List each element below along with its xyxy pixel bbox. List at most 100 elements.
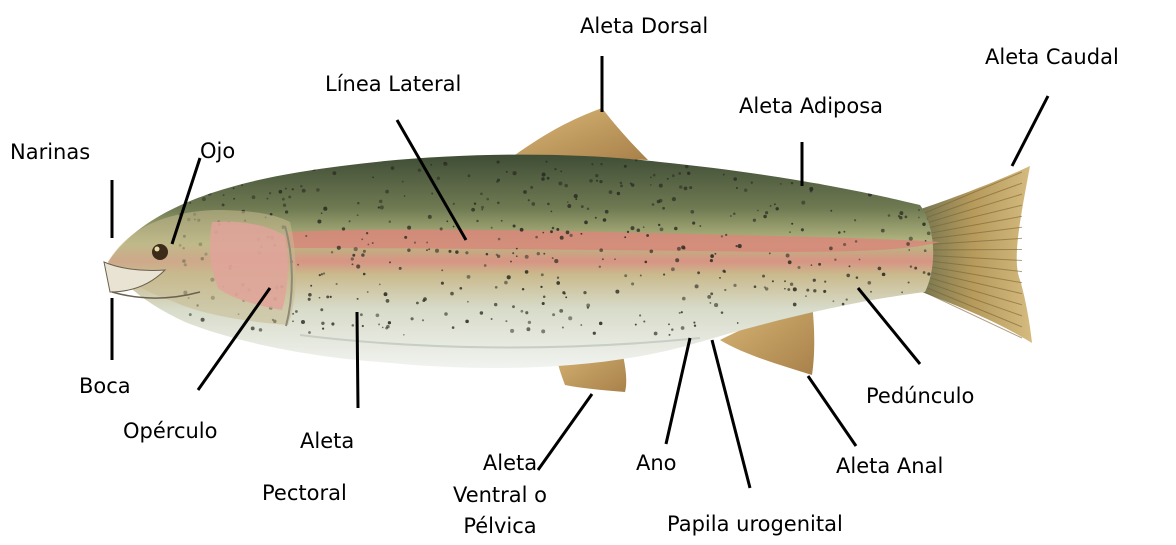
body-spot: [322, 327, 324, 329]
body-spot: [870, 311, 873, 314]
body-spot: [382, 327, 384, 329]
body-spot: [733, 284, 736, 287]
body-spot: [817, 326, 820, 329]
body-spot: [319, 297, 321, 299]
body-spot: [295, 310, 298, 313]
body-spot: [652, 203, 655, 206]
body-spot: [372, 176, 374, 178]
body-spot: [305, 235, 307, 237]
body-spot: [361, 253, 364, 256]
body-spot: [681, 326, 685, 330]
body-spot: [784, 288, 786, 290]
body-spot: [719, 277, 721, 279]
body-spot: [496, 254, 498, 256]
body-spot: [285, 210, 288, 213]
body-spot: [481, 206, 484, 209]
body-spot: [784, 280, 786, 282]
body-spot: [467, 301, 469, 303]
body-spot: [530, 186, 533, 189]
body-spot: [813, 279, 816, 282]
body-spot: [910, 265, 912, 267]
body-spot: [829, 247, 833, 251]
body-spot: [888, 214, 891, 217]
body-spot: [554, 259, 558, 263]
body-spot: [757, 210, 759, 212]
dorsal-fin: [515, 108, 648, 160]
body-spot: [545, 161, 547, 163]
body-spot: [192, 192, 195, 195]
body-spot: [321, 273, 323, 275]
body-spot: [496, 180, 498, 182]
body-spot: [787, 288, 790, 291]
label-linea-lateral: Línea Lateral: [325, 72, 461, 97]
body-spot: [824, 281, 826, 283]
body-spot: [675, 258, 679, 262]
body-spot: [252, 195, 256, 199]
body-spot: [924, 249, 927, 252]
body-spot: [491, 227, 493, 229]
body-spot: [653, 174, 656, 177]
body-spot: [695, 284, 699, 288]
body-spot: [725, 234, 727, 236]
body-spot: [669, 334, 671, 336]
body-spot: [189, 164, 192, 167]
body-spot: [759, 163, 762, 166]
body-spot: [801, 228, 804, 231]
body-spot: [659, 184, 663, 188]
body-spot: [351, 257, 354, 260]
label-aleta-dorsal: Aleta Dorsal: [580, 14, 708, 39]
body-spot: [925, 240, 927, 242]
body-spot: [560, 170, 562, 172]
body-spot: [707, 295, 711, 299]
body-spot: [385, 190, 389, 194]
body-spot: [813, 289, 816, 292]
body-spot: [855, 164, 857, 166]
body-spot: [512, 252, 514, 254]
body-spot: [881, 229, 885, 233]
body-spot: [855, 240, 858, 243]
body-spot: [525, 311, 528, 314]
body-spot: [763, 215, 766, 218]
body-spot: [310, 285, 312, 287]
body-spot: [486, 198, 489, 201]
body-spot: [330, 296, 332, 298]
body-spot: [423, 297, 427, 301]
body-spot: [361, 238, 363, 240]
body-spot: [580, 324, 582, 326]
body-spot: [801, 201, 805, 205]
body-spot: [259, 328, 263, 332]
body-spot: [513, 225, 516, 228]
body-spot: [589, 179, 592, 182]
body-spot: [352, 263, 354, 265]
body-spot: [697, 271, 700, 274]
body-spot: [920, 190, 922, 192]
body-spot: [363, 250, 366, 253]
body-spot: [494, 303, 497, 306]
body-spot: [583, 291, 586, 294]
body-spot: [526, 327, 530, 331]
body-spot: [308, 293, 312, 297]
body-spot: [677, 161, 679, 163]
body-spot: [599, 180, 602, 183]
body-spot: [352, 254, 355, 257]
body-spot: [185, 193, 187, 195]
body-spot: [678, 172, 681, 175]
body-spot: [859, 259, 861, 261]
body-spot: [378, 323, 380, 325]
body-spot: [269, 192, 271, 194]
body-spot: [915, 186, 918, 189]
body-spot: [323, 207, 327, 211]
body-spot: [654, 332, 658, 336]
body-spot: [380, 205, 384, 209]
body-spot: [554, 168, 556, 170]
body-spot: [687, 172, 690, 175]
body-spot: [721, 311, 724, 314]
body-spot: [908, 281, 910, 283]
body-spot: [418, 169, 421, 172]
label-aleta-ventral-2: Ventral o: [420, 483, 580, 508]
body-spot: [838, 231, 841, 234]
body-spot: [550, 230, 553, 233]
body-spot: [677, 247, 681, 251]
body-spot: [682, 246, 685, 249]
